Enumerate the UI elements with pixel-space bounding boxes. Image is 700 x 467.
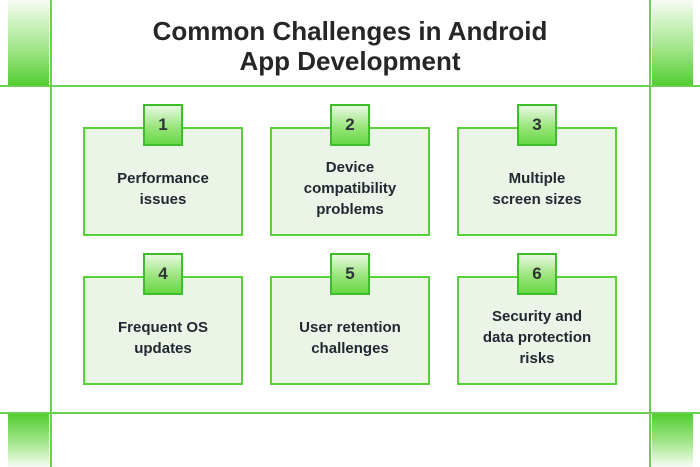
title-area: Common Challenges in Android App Develop… bbox=[52, 0, 648, 86]
challenge-card-3: 3 Multiple screen sizes bbox=[457, 104, 617, 236]
challenge-card-1: 1 Performance issues bbox=[83, 104, 243, 236]
card-label: Frequent OS updates bbox=[117, 318, 208, 357]
frame-vertical-line-right bbox=[649, 0, 651, 467]
card-number-badge: 1 bbox=[143, 104, 183, 146]
card-number: 3 bbox=[532, 115, 542, 134]
card-number-badge: 4 bbox=[143, 253, 183, 295]
card-number-badge: 2 bbox=[330, 104, 370, 146]
card-number-badge: 3 bbox=[517, 104, 557, 146]
corner-accent-top-right bbox=[652, 0, 693, 85]
card-number: 5 bbox=[345, 264, 355, 283]
card-label: Multiple screen sizes bbox=[492, 169, 582, 208]
challenge-card-2: 2 Device compatibility problems bbox=[270, 104, 430, 236]
challenge-cards-grid: 1 Performance issues 2 Device compatibil… bbox=[83, 104, 617, 385]
corner-accent-top-left bbox=[8, 0, 49, 85]
card-label: Security and data protection risks bbox=[482, 308, 592, 367]
card-label: User retention challenges bbox=[299, 318, 401, 357]
corner-accent-bottom-left bbox=[8, 414, 49, 467]
card-number: 6 bbox=[532, 264, 542, 283]
card-number: 2 bbox=[345, 115, 355, 134]
card-number: 1 bbox=[158, 115, 168, 134]
corner-accent-bottom-right bbox=[652, 414, 693, 467]
frame-vertical-line-left bbox=[50, 0, 52, 467]
page-title: Common Challenges in Android App Develop… bbox=[152, 16, 548, 76]
card-label: Device compatibility problems bbox=[303, 159, 397, 218]
challenge-card-4: 4 Frequent OS updates bbox=[83, 253, 243, 385]
card-number: 4 bbox=[158, 264, 168, 283]
frame-horizontal-line-top bbox=[0, 85, 700, 87]
challenge-card-6: 6 Security and data protection risks bbox=[457, 253, 617, 385]
card-number-badge: 5 bbox=[330, 253, 370, 295]
card-number-badge: 6 bbox=[517, 253, 557, 295]
frame-horizontal-line-bottom bbox=[0, 412, 700, 414]
card-label: Performance issues bbox=[117, 169, 209, 208]
challenge-card-5: 5 User retention challenges bbox=[270, 253, 430, 385]
